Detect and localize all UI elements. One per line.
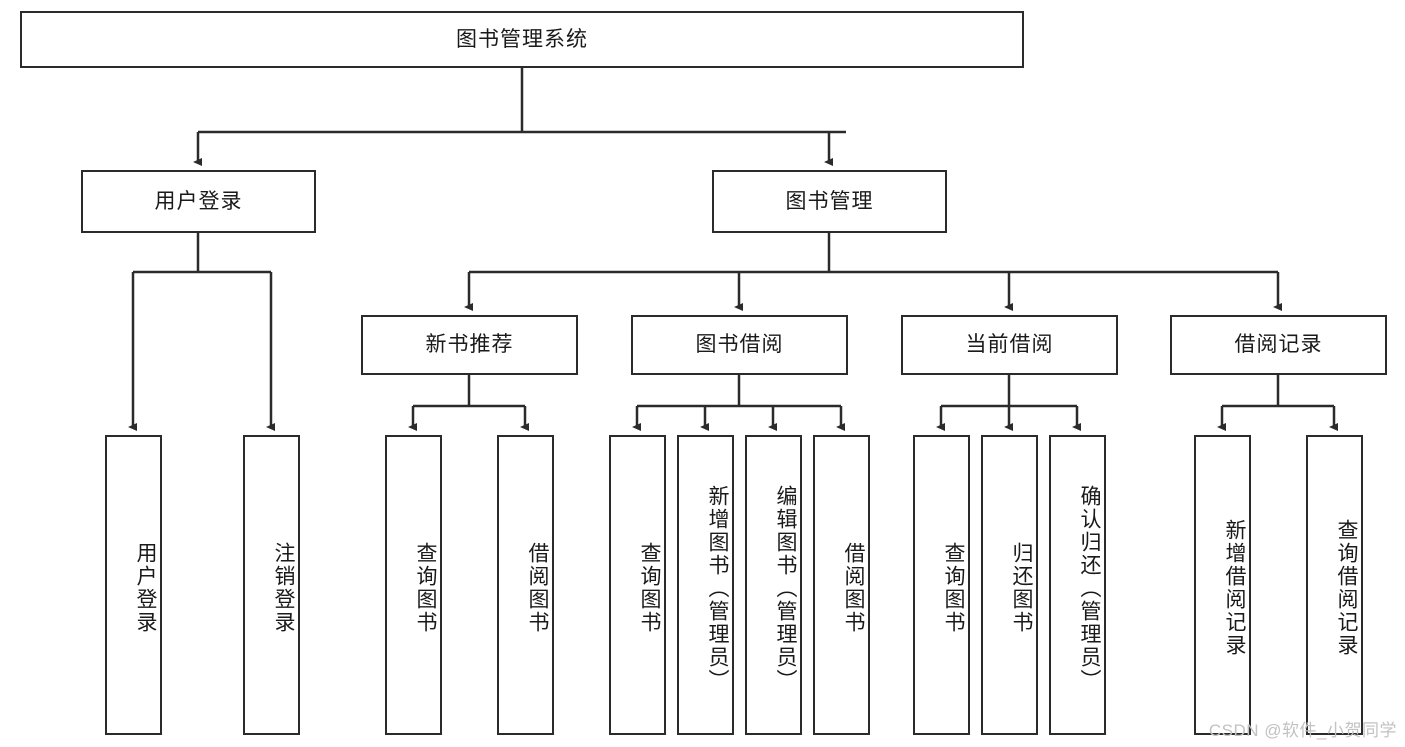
node-borrow-record-label: 借阅记录 <box>1234 333 1323 357</box>
node-leaf-confirm-return-label: 确认归还（管理员） <box>1078 484 1101 692</box>
node-book-management-label: 图书管理 <box>785 189 874 213</box>
node-current-borrow-label: 当前借阅 <box>965 333 1054 357</box>
node-leaf-query-book-3-label: 查询图书 <box>942 542 965 634</box>
node-leaf-add-book-label: 新增图书（管理员） <box>706 484 729 692</box>
node-leaf-logout-label: 注销登录 <box>272 542 295 634</box>
node-root[interactable]: 图书管理系统 <box>20 11 1024 68</box>
node-leaf-query-record[interactable]: 查询借阅记录 <box>1306 435 1363 735</box>
node-leaf-user-login-label: 用户登录 <box>134 542 157 634</box>
node-leaf-query-book-1[interactable]: 查询图书 <box>385 435 442 735</box>
node-new-book-recommend-label: 新书推荐 <box>425 333 514 357</box>
node-book-borrow[interactable]: 图书借阅 <box>631 315 848 375</box>
node-book-management[interactable]: 图书管理 <box>712 170 947 233</box>
node-leaf-logout[interactable]: 注销登录 <box>243 435 300 735</box>
node-leaf-user-login[interactable]: 用户登录 <box>105 435 162 735</box>
node-book-borrow-label: 图书借阅 <box>695 333 784 357</box>
node-leaf-borrow-book-2[interactable]: 借阅图书 <box>813 435 870 735</box>
node-leaf-return-book-label: 归还图书 <box>1010 542 1033 634</box>
node-leaf-edit-book[interactable]: 编辑图书（管理员） <box>745 435 802 735</box>
node-current-borrow[interactable]: 当前借阅 <box>901 315 1118 375</box>
node-leaf-return-book[interactable]: 归还图书 <box>981 435 1038 735</box>
node-leaf-add-record[interactable]: 新增借阅记录 <box>1194 435 1251 735</box>
node-leaf-confirm-return[interactable]: 确认归还（管理员） <box>1049 435 1106 735</box>
node-leaf-add-record-label: 新增借阅记录 <box>1223 519 1246 657</box>
node-leaf-edit-book-label: 编辑图书（管理员） <box>774 484 797 692</box>
node-leaf-borrow-book-2-label: 借阅图书 <box>842 542 865 634</box>
node-leaf-query-book-3[interactable]: 查询图书 <box>913 435 970 735</box>
node-leaf-query-book-2-label: 查询图书 <box>638 542 661 634</box>
node-leaf-query-book-2[interactable]: 查询图书 <box>609 435 666 735</box>
node-borrow-record[interactable]: 借阅记录 <box>1170 315 1387 375</box>
node-leaf-borrow-book-1[interactable]: 借阅图书 <box>497 435 554 735</box>
node-new-book-recommend[interactable]: 新书推荐 <box>361 315 578 375</box>
node-leaf-borrow-book-1-label: 借阅图书 <box>526 542 549 634</box>
node-leaf-query-record-label: 查询借阅记录 <box>1335 519 1358 657</box>
csdn-watermark: CSDN @软件_小贺同学 <box>1208 721 1397 740</box>
node-root-label: 图书管理系统 <box>456 27 588 51</box>
node-user-login-label: 用户登录 <box>154 189 243 213</box>
node-leaf-add-book[interactable]: 新增图书（管理员） <box>677 435 734 735</box>
node-user-login[interactable]: 用户登录 <box>81 170 316 233</box>
node-leaf-query-book-1-label: 查询图书 <box>414 542 437 634</box>
